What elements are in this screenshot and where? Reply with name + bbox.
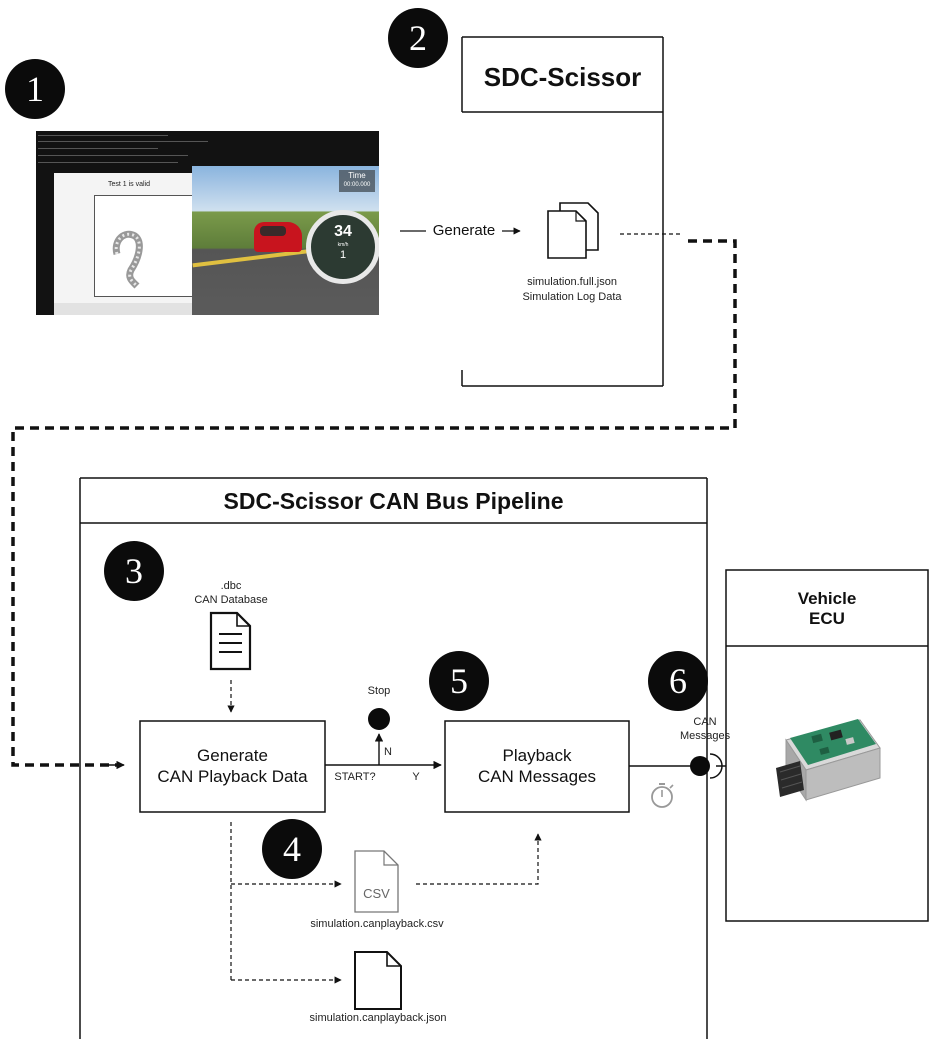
json-file-icon [354, 951, 402, 1010]
pipeline-box [79, 477, 708, 1039]
step-badge-4: 4 [262, 819, 322, 879]
step-badge-1: 1 [5, 59, 65, 119]
ecu-title-line-1: Vehicle [797, 589, 857, 608]
dbc-document-icon [209, 611, 252, 671]
csv-file-name: simulation.canplayback.csv [310, 918, 444, 930]
hud-time-value: 00:00.000 [343, 182, 371, 188]
can-messages-line-1: CAN [693, 716, 717, 728]
plot-window: Test 1 is valid [54, 173, 204, 315]
playback-box-line-1: Playback [502, 746, 572, 765]
stop-node [368, 708, 390, 730]
sdc-scissor-box [461, 36, 664, 387]
simulator-screenshot: Test 1 is valid Time 00:00.000 34 km/h 1 [36, 131, 379, 315]
game-window: Time 00:00.000 34 km/h 1 [192, 166, 379, 315]
generate-playback-box [139, 720, 326, 813]
ecu-board-image [776, 719, 881, 802]
json-file-name: simulation.canplayback.json [309, 1012, 447, 1024]
plot-area [94, 195, 196, 297]
hud-time-label: Time [348, 171, 366, 180]
plot-title: Test 1 is valid [107, 181, 151, 188]
can-interface-node [690, 756, 710, 776]
generate-box-line-2: CAN Playback Data [157, 767, 308, 786]
step-badge-5: 5 [429, 651, 489, 711]
playback-box-line-2: CAN Messages [477, 767, 597, 786]
hud-time-panel: Time 00:00.000 [339, 170, 375, 192]
no-label: N [384, 746, 392, 758]
csv-file-icon [354, 850, 399, 913]
full-json-file-desc: Simulation Log Data [522, 291, 622, 303]
csv-icon-text: CSV [363, 886, 390, 901]
speed-value: 34 [334, 223, 352, 240]
dbc-ext-label: .dbc [220, 580, 242, 592]
generate-box-line-1: Generate [197, 746, 268, 765]
ecu-title-line-2: ECU [809, 609, 845, 628]
generate-label: Generate [426, 222, 502, 239]
gear-value: 1 [339, 249, 347, 261]
yes-label: Y [412, 771, 420, 783]
start-label: START? [334, 771, 376, 783]
full-json-file-name: simulation.full.json [527, 276, 617, 288]
step-badge-6: 6 [648, 651, 708, 711]
pipeline-title: SDC-Scissor CAN Bus Pipeline [223, 488, 564, 514]
stopwatch-icon [651, 783, 674, 808]
dbc-name-label: CAN Database [194, 594, 268, 606]
stop-label: Stop [367, 685, 391, 697]
playback-messages-box [444, 720, 630, 813]
speed-unit: km/h [337, 242, 349, 248]
json-files-icon [547, 202, 599, 259]
step-badge-3: 3 [104, 541, 164, 601]
can-messages-line-2: Messages [680, 730, 731, 742]
speedometer: 34 km/h 1 [306, 210, 379, 284]
step-badge-2: 2 [388, 8, 448, 68]
pipeline-connector-dashed [11, 239, 737, 767]
csv-to-playback-arrow [416, 833, 542, 885]
plot-toolbar [54, 303, 204, 315]
sdc-scissor-title: SDC-Scissor [483, 62, 642, 92]
